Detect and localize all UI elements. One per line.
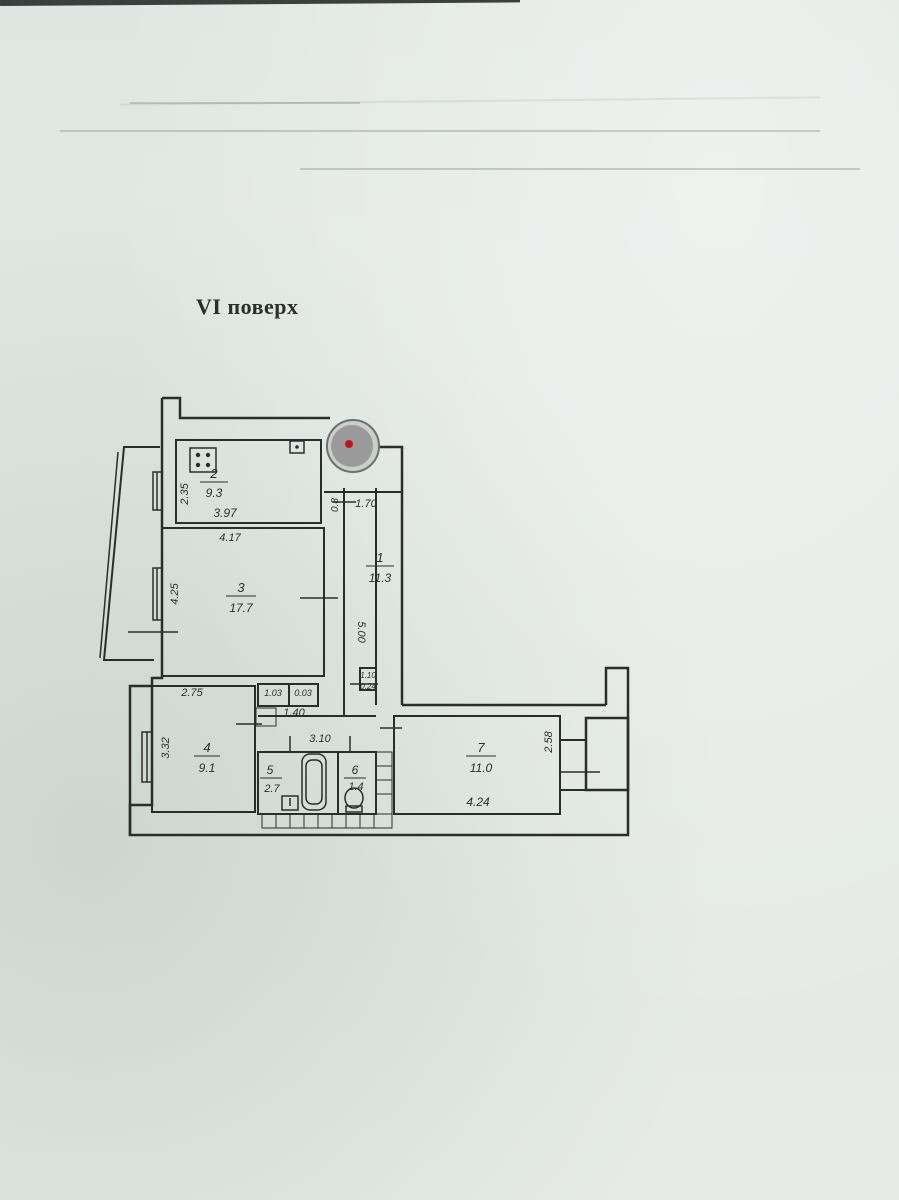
- dim-room7-width: 4.24: [466, 795, 490, 809]
- faded-text-line: [60, 130, 820, 132]
- dimension-labels: 3.97 2.35 0.8 1.70 4.17 4.25 5.00 2.75 3…: [160, 482, 555, 809]
- marker-dot: [345, 440, 353, 448]
- dim-room3-height: 4.25: [169, 582, 181, 604]
- toilet-icon: [344, 787, 364, 813]
- dim-room4-width: 2.75: [180, 687, 203, 699]
- floor-title: VI поверх: [196, 294, 299, 319]
- room-6-area: 1.4: [348, 781, 363, 793]
- room-1-number: 1: [376, 550, 383, 565]
- dim-hall-width: 1.40: [283, 707, 305, 719]
- windows: [141, 471, 163, 783]
- room-5-area: 2.7: [263, 783, 280, 795]
- room-2-number: 2: [209, 466, 218, 481]
- dim-closet-b: 0.03: [294, 688, 312, 698]
- faded-text-line: [300, 168, 860, 170]
- room-7-number: 7: [477, 740, 485, 755]
- dim-corridor-top: 1.70: [355, 498, 377, 510]
- dim-corridor-length: 5.00: [355, 621, 367, 643]
- dim-small-a: 0.8: [330, 498, 341, 512]
- door-marks: [128, 501, 600, 773]
- room-labels: 2 9.3 1 11.3 3 17.7 4 9.1 5 2.7 6 1.4 7 …: [194, 466, 496, 795]
- dim-kitchen-height: 2.35: [179, 482, 191, 505]
- dim-room3-width: 4.17: [219, 532, 241, 544]
- stove-icon: [189, 447, 217, 473]
- dim-niche-b: 0.24: [360, 682, 376, 691]
- room-3-area: 17.7: [229, 601, 254, 615]
- room-4-number: 4: [203, 740, 210, 755]
- room-4-area: 9.1: [199, 761, 216, 775]
- sink-icon: [289, 440, 305, 454]
- faded-text-line: [130, 102, 360, 104]
- tiled-floor: [255, 707, 393, 829]
- dim-room4-height: 3.32: [160, 737, 172, 758]
- room-2-area: 9.3: [206, 486, 223, 500]
- room-6-number: 6: [352, 763, 359, 777]
- dim-kitchen-width: 3.97: [213, 506, 238, 520]
- dim-niche-a: 1.10: [360, 671, 376, 680]
- bathtub-icon: [301, 753, 327, 811]
- room-5-number: 5: [267, 763, 274, 777]
- washbasin-icon: [281, 795, 299, 811]
- room-3-number: 3: [237, 580, 245, 595]
- dim-room7-height: 2.58: [543, 730, 555, 753]
- dim-closet-a: 1.03: [264, 688, 282, 698]
- location-marker-icon[interactable]: [326, 419, 380, 473]
- room-1-area: 11.3: [369, 571, 392, 585]
- room-7-area: 11.0: [470, 761, 493, 775]
- balcony: [99, 446, 160, 661]
- outer-walls: [128, 396, 630, 837]
- dim-bath-width: 3.10: [309, 733, 331, 745]
